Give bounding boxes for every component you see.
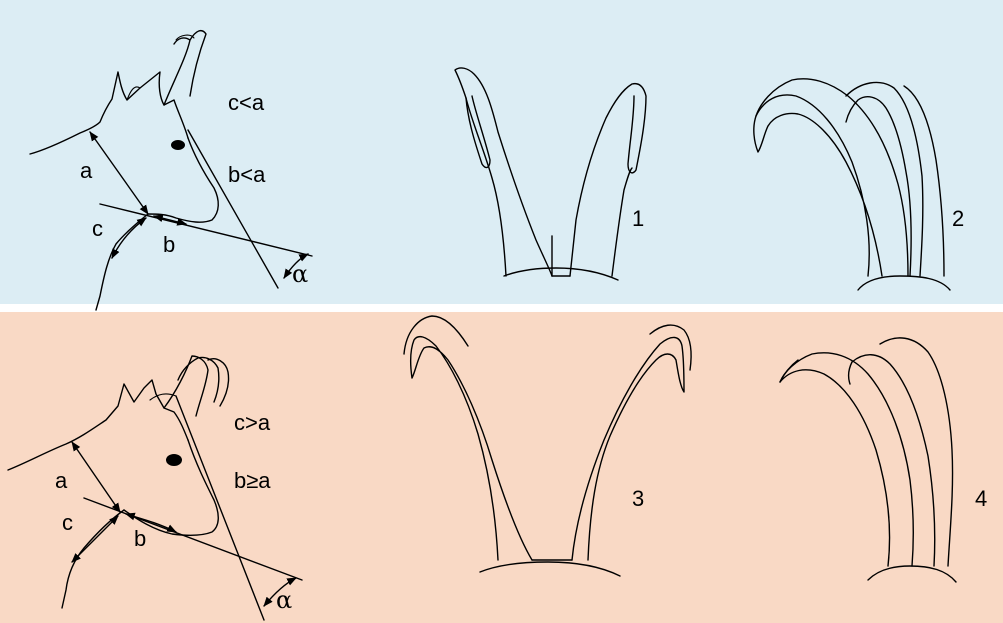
bottom-condition-ba: b≥a [234,468,271,493]
horn-number-1: 1 [632,206,644,231]
bottom-label-b: b [134,526,146,551]
horn-number-2: 2 [952,206,964,231]
top-label-alpha: α [292,260,308,288]
top-panel-background [0,0,1003,304]
bottom-label-a: a [55,468,68,493]
horn-number-4: 4 [975,486,987,511]
bottom-eye [166,454,182,466]
top-eye [171,140,185,150]
top-label-c: c [92,216,103,241]
horn-number-3: 3 [632,486,644,511]
top-label-b: b [163,232,175,257]
bottom-panel-background [0,312,1003,623]
bottom-condition-ca: c>a [234,410,271,435]
panel-separator [0,304,1003,312]
top-condition-ba: b<a [228,162,266,187]
bottom-label-c: c [62,510,73,535]
top-condition-ca: c<a [228,90,265,115]
bottom-label-alpha: α [276,586,292,614]
top-label-a: a [80,158,93,183]
